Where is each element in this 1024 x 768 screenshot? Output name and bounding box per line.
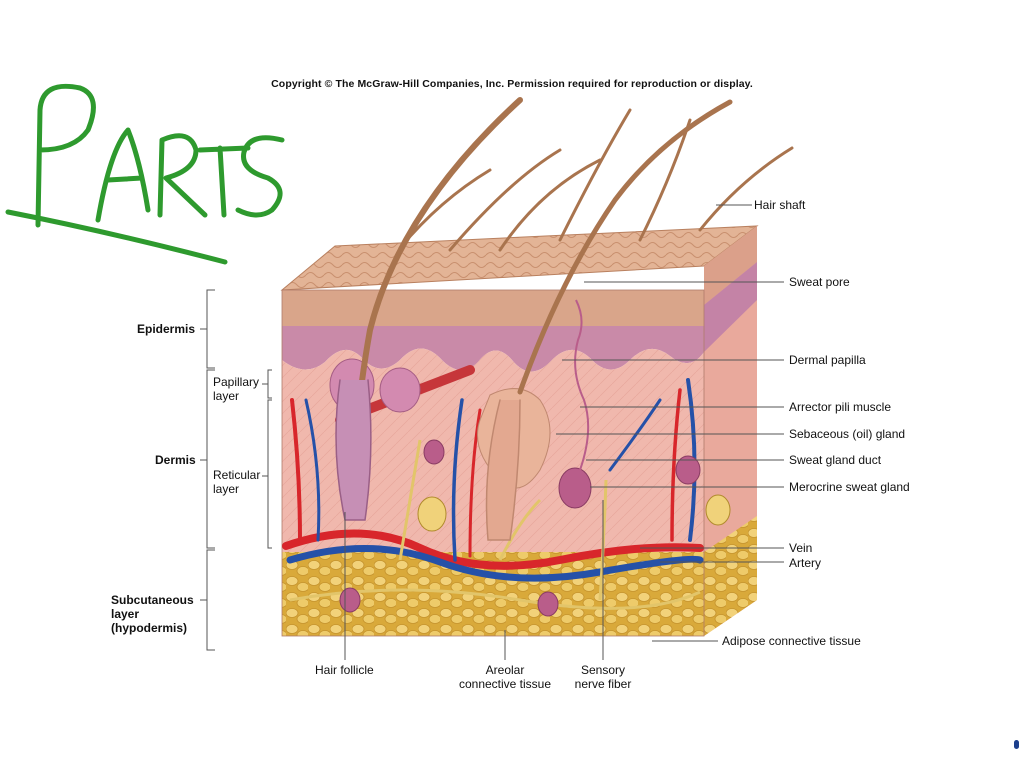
label-sebaceous-gland: Sebaceous (oil) gland [789, 427, 906, 441]
handwritten-title [5, 83, 285, 265]
leader-lines [344, 204, 784, 660]
label-dermal-papilla: Dermal papilla [789, 353, 866, 367]
label-artery: Artery [789, 556, 822, 570]
layer-brackets [200, 289, 272, 651]
label-epidermis: Epidermis [137, 322, 196, 336]
label-subcutaneous-layer: Subcutaneous layer (hypodermis) [111, 593, 194, 635]
label-arrector-pili-muscle: Arrector pili muscle [789, 400, 892, 414]
label-sensory-nerve-fiber: Sensory nerve fiber [574, 663, 632, 691]
label-vein: Vein [789, 541, 813, 555]
copyright-notice: Copyright © The McGraw-Hill Companies, I… [271, 78, 753, 90]
label-sweat-pore: Sweat pore [789, 275, 850, 289]
label-merocrine-sweat-gland: Merocrine sweat gland [789, 480, 910, 494]
label-sweat-gland-duct: Sweat gland duct [789, 453, 882, 467]
label-dermis: Dermis [155, 453, 196, 467]
label-hair-follicle: Hair follicle [315, 663, 374, 677]
label-adipose-connective-tissue: Adipose connective tissue [722, 634, 861, 648]
pointer-cursor [1014, 740, 1019, 749]
hairs [335, 97, 794, 541]
label-hair-shaft: Hair shaft [754, 198, 806, 212]
label-reticular-layer: Reticular layer [213, 468, 261, 496]
label-papillary-layer: Papillary layer [213, 375, 260, 403]
label-areolar-connective-tissue: Areolar connective tissue [458, 663, 552, 691]
